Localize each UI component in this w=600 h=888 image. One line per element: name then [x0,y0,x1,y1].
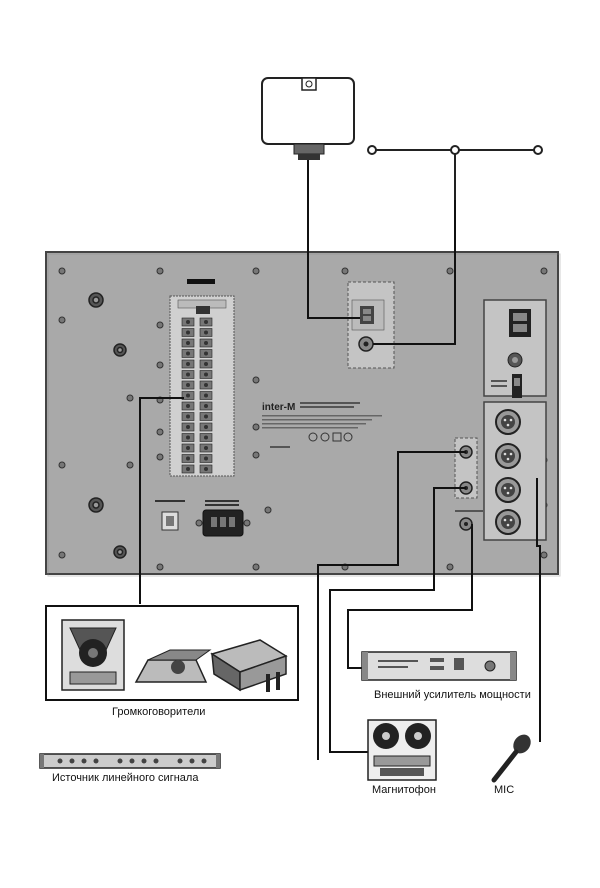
terminal-screw [204,320,208,324]
spec-plate: inter-M [262,402,382,448]
terminal-screw [186,372,190,377]
xlr-pin [503,418,507,422]
xlr-inputs [483,401,547,541]
tape-recorder-label: Магнитофон [372,784,436,796]
fm-dipole-antenna [367,145,543,200]
terminal-screw [204,372,208,377]
floor-monitor-icon [134,649,212,683]
terminal-screw [204,404,208,408]
terminal-screw [186,330,190,335]
am-loop-antenna [261,77,355,160]
tape-recorder-icon [367,719,437,781]
speakers-label: Громкоговорители [112,706,206,718]
terminal-screw [204,446,208,450]
terminal-screw [186,456,190,461]
ac-inlet-section [155,500,251,537]
antenna-terminals [347,281,395,369]
xlr-socket [501,415,515,429]
terminal-screw [204,435,208,440]
xlr-socket [501,515,515,529]
terminal-screw [204,330,208,335]
xlr-pin [506,423,510,427]
line-source-label: Источник линейного сигнала [52,772,199,784]
mic-label: MIC [494,784,515,796]
wires [139,160,541,760]
xlr-pin [509,452,513,456]
horn-speaker-icon [61,619,125,691]
xlr-pin [503,518,507,522]
terminal-screw [186,435,190,440]
terminal-screw [204,383,208,387]
terminal-screw [186,320,190,324]
terminal-screw [186,393,190,398]
terminal-screw [186,414,190,419]
terminal-screw [186,351,190,356]
xlr-pin [506,457,510,461]
terminal-screw [204,341,208,345]
wall-speaker-icon [210,639,288,692]
brand-logo: inter-M [262,402,295,413]
mode-switch [491,374,522,398]
microphone-icon [491,734,531,783]
xlr-pin [503,486,507,490]
terminal-screw [204,393,208,398]
xlr-pin [509,486,513,490]
amplifier-rear-panel: inter-M [45,251,561,577]
terminal-screw [186,425,190,429]
panel-bolts [88,292,127,559]
speakers-group [45,605,299,701]
external-amplifier-icon [361,651,517,681]
terminal-screw [204,351,208,356]
xlr-socket [501,449,515,463]
amplifier-label: Внешний усилитель мощности [374,689,531,701]
terminal-screw [186,341,190,345]
terminal-screw [186,362,190,366]
xlr-pin [509,418,513,422]
xlr-socket [501,483,515,497]
terminal-screw [204,414,208,419]
xlr-pin [503,452,507,456]
xlr-pin [506,523,510,527]
terminal-screw [204,467,208,471]
line-source-icon [39,753,221,769]
speaker-terminal-block [169,279,235,477]
terminal-screw [186,467,190,471]
terminal-screw [186,404,190,408]
terminal-screw [204,425,208,429]
xlr-pin [506,491,510,495]
terminal-screw [204,456,208,461]
terminal-screw [186,383,190,387]
terminal-screw [186,446,190,450]
terminal-screw [204,362,208,366]
xlr-pin [509,518,513,522]
